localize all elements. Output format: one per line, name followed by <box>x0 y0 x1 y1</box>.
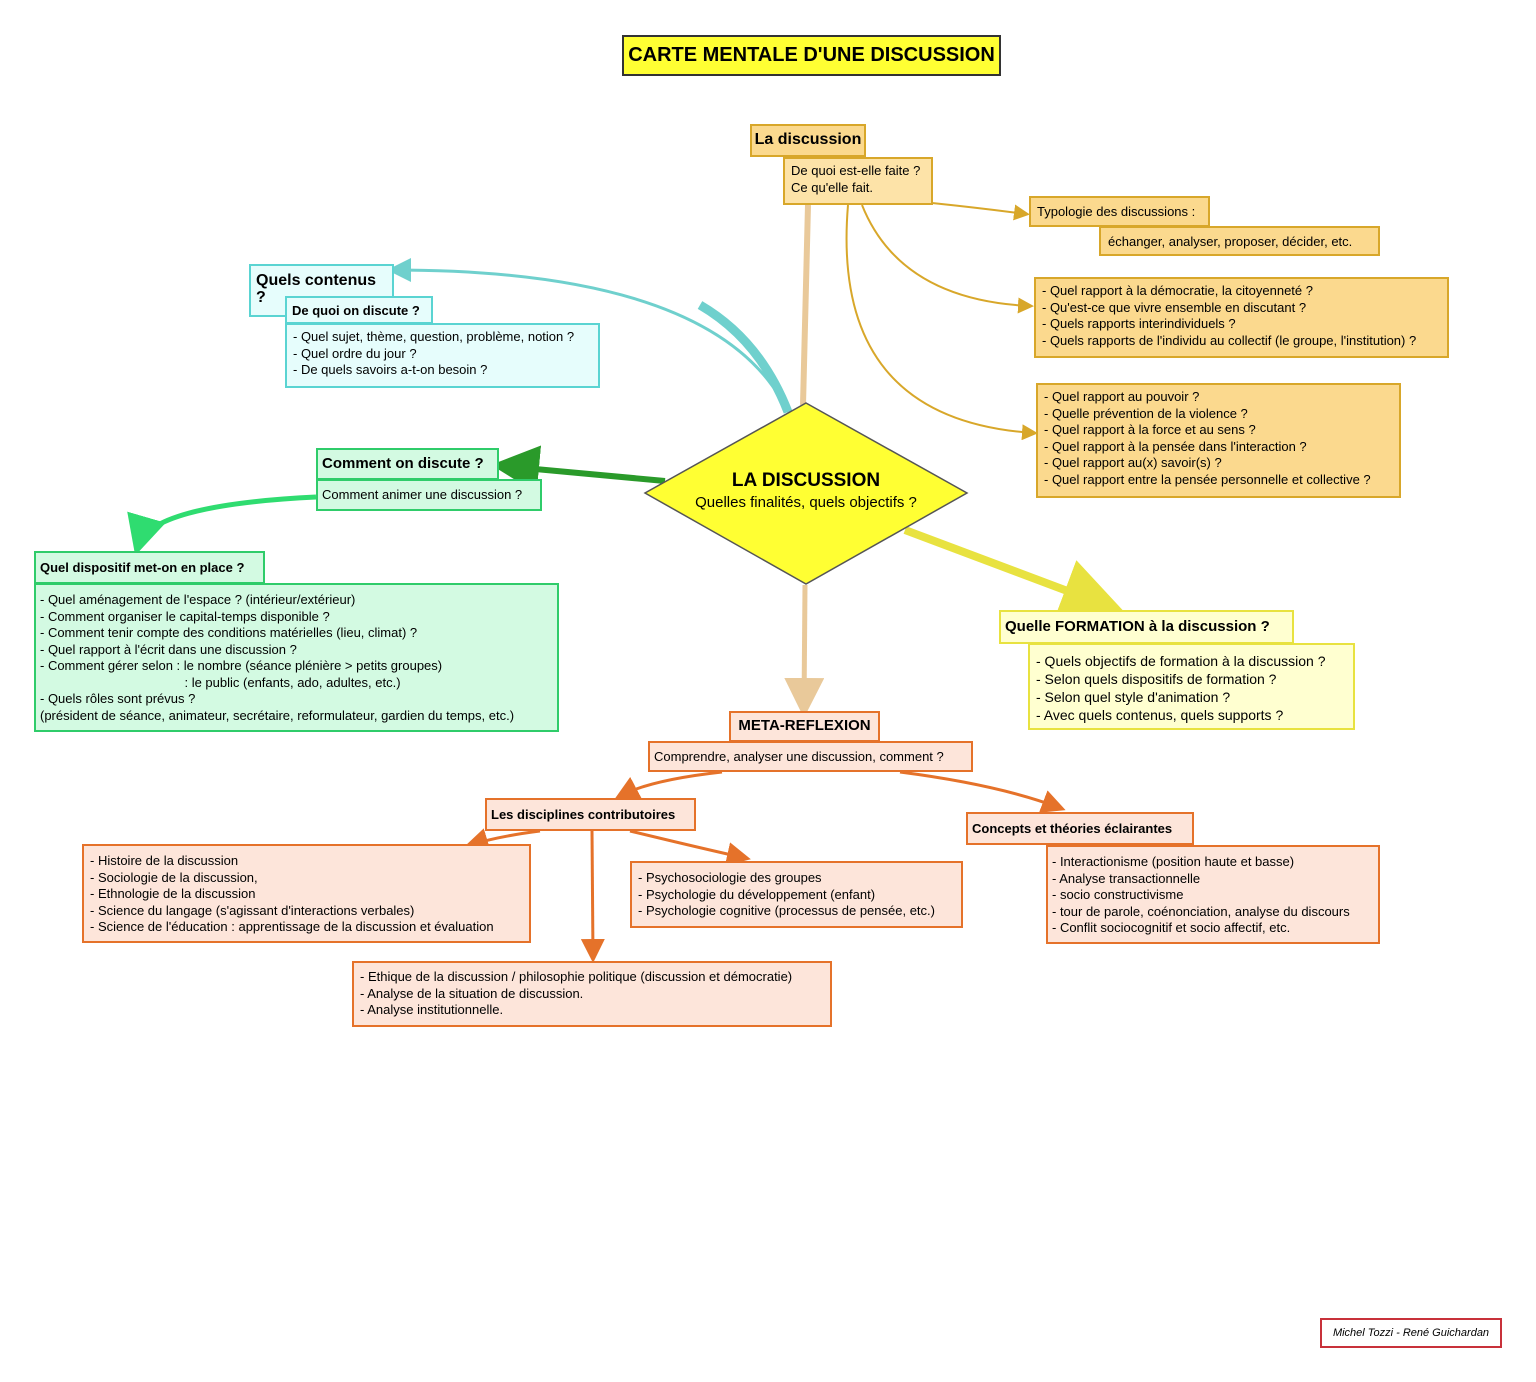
rapports-2-line: - Quel rapport à la pensée dans l'intera… <box>1044 438 1307 454</box>
concepts-line: - Analyse transactionnelle <box>1052 870 1201 886</box>
center-title: LA DISCUSSION <box>731 470 881 491</box>
concepts-header: Concepts et théories éclairantes <box>966 812 1194 845</box>
disciplines-1-line: - Sociologie de la discussion, <box>90 869 258 885</box>
disciplines-3-line: - Analyse institutionnelle. <box>360 1002 504 1017</box>
link-concepts <box>899 770 1066 813</box>
center-node: LA DISCUSSION Quelles finalités, quels o… <box>645 470 967 511</box>
dispositif-line: - Comment organiser le capital-temps dis… <box>40 608 330 624</box>
rapports-2-line: - Quel rapport au(x) savoir(s) ? <box>1044 455 1222 470</box>
rapports-2-line: - Quelle prévention de la violence ? <box>1044 405 1248 421</box>
typologie-header: Typologie des discussions : <box>1029 196 1210 227</box>
disciplines-2-line: - Psychologie cognitive (processus de pe… <box>638 903 935 918</box>
formation-line: - Quels objectifs de formation à la disc… <box>1036 653 1326 669</box>
formation-body: - Quels objectifs de formation à la disc… <box>1028 643 1355 730</box>
formation-line: - Selon quel style d'animation ? <box>1036 689 1231 705</box>
formation-header: Quelle FORMATION à la discussion ? <box>999 610 1294 644</box>
rapports-2-box: - Quel rapport au pouvoir ? - Quelle pré… <box>1036 383 1401 498</box>
dispositif-line: - Comment tenir compte des conditions ma… <box>40 625 418 640</box>
concepts-line: - Interactionisme (position haute et bas… <box>1052 854 1295 869</box>
link-contenus <box>387 258 790 413</box>
link-formation <box>903 526 1125 621</box>
discussion-body-line: Ce qu'elle fait. <box>791 179 873 195</box>
disciplines-1-line: - Histoire de la discussion <box>90 853 239 868</box>
link-comment <box>491 445 666 494</box>
disciplines-2-line: - Psychologie du développement (enfant) <box>638 886 876 902</box>
credit: Michel Tozzi - René Guichardan <box>1320 1318 1502 1348</box>
disciplines-3-line: - Ethique de la discussion / philosophie… <box>360 969 793 984</box>
discussion-body-line: De quoi est-elle faite ? <box>791 163 921 178</box>
rapports-2-line: - Quel rapport entre la pensée personnel… <box>1044 471 1371 487</box>
link-typologie <box>931 202 1030 221</box>
comment-body: Comment animer une discussion ? <box>316 479 542 511</box>
discussion-body: De quoi est-elle faite ? Ce qu'elle fait… <box>783 157 933 205</box>
center-diamond <box>643 402 969 585</box>
page-title: CARTE MENTALE D'UNE DISCUSSION <box>622 35 1001 76</box>
disciplines-2-box: - Psychosociologie des groupes - Psychol… <box>630 861 963 928</box>
contenus-subheader: De quoi on discute ? <box>285 296 433 324</box>
concepts-body: - Interactionisme (position haute et bas… <box>1046 845 1380 944</box>
disciplines-header: Les disciplines contributoires <box>485 798 696 831</box>
comment-header: Comment on discute ? <box>316 448 499 480</box>
concepts-line: - Conflit sociocognitif et socio affecti… <box>1052 920 1291 935</box>
contenus-line: - Quel sujet, thème, question, problème,… <box>293 329 575 344</box>
link-rapports-2 <box>845 204 1038 441</box>
dispositif-line: - Quels rôles sont prévus ? <box>40 691 196 706</box>
contenus-line: - De quels savoirs a-t-on besoin ? <box>293 362 488 377</box>
disciplines-2-line: - Psychosociologie des groupes <box>638 870 822 885</box>
meta-header: META-REFLEXION <box>729 711 880 742</box>
link-dispositif <box>127 494 317 556</box>
rapports-1-line: - Quels rapports de l'individu au collec… <box>1042 332 1417 348</box>
dispositif-line: - Quel aménagement de l'espace ? (intéri… <box>40 592 356 607</box>
link-rapports-1 <box>861 204 1034 314</box>
rapports-1-line: - Quel rapport à la démocratie, la citoy… <box>1042 283 1313 298</box>
discussion-header: La discussion <box>750 124 866 157</box>
meta-body: Comprendre, analyser une discussion, com… <box>648 741 973 772</box>
contenus-body: - Quel sujet, thème, question, problème,… <box>285 323 600 388</box>
disciplines-1-box: - Histoire de la discussion - Sociologie… <box>82 844 531 943</box>
dispositif-header: Quel dispositif met-on en place ? <box>34 551 265 584</box>
disciplines-1-line: - Ethnologie de la discussion <box>90 886 256 901</box>
dispositif-line: - Quel rapport à l'écrit dans une discus… <box>40 641 297 657</box>
link-disciplines-1 <box>464 828 541 852</box>
link-meta <box>784 584 825 718</box>
link-disciplines-3 <box>580 830 605 963</box>
disciplines-1-line: - Science du langage (s'agissant d'inter… <box>90 902 415 918</box>
dispositif-body: - Quel aménagement de l'espace ? (intéri… <box>34 583 559 732</box>
center-subtitle: Quelles finalités, quels objectifs ? <box>695 494 917 511</box>
rapports-1-line: - Quels rapports interindividuels ? <box>1042 316 1236 331</box>
formation-line: - Selon quels dispositifs de formation ? <box>1036 671 1277 687</box>
rapports-1-line: - Qu'est-ce que vivre ensemble en discut… <box>1042 299 1307 315</box>
link-disciplines-2 <box>629 829 751 866</box>
formation-line: - Avec quels contenus, quels supports ? <box>1036 707 1284 723</box>
disciplines-3-line: - Analyse de la situation de discussion. <box>360 985 584 1001</box>
dispositif-line: : le public (enfants, ado, adultes, etc.… <box>40 674 401 690</box>
rapports-2-line: - Quel rapport à la force et au sens ? <box>1044 422 1256 437</box>
disciplines-1-line: - Science de l'éducation : apprentissage… <box>90 919 494 934</box>
rapports-1-box: - Quel rapport à la démocratie, la citoy… <box>1034 277 1449 358</box>
link-center-discussion <box>800 204 811 406</box>
dispositif-line: - Comment gérer selon : le nombre (séanc… <box>40 658 443 673</box>
disciplines-3-box: - Ethique de la discussion / philosophie… <box>352 961 832 1027</box>
typologie-body: échanger, analyser, proposer, décider, e… <box>1099 226 1380 256</box>
dispositif-line: (président de séance, animateur, secréta… <box>40 707 515 723</box>
rapports-2-line: - Quel rapport au pouvoir ? <box>1044 389 1200 404</box>
link-disciplines <box>614 770 723 799</box>
concepts-line: - tour de parole, coénonciation, analyse… <box>1052 903 1350 919</box>
concepts-line: - socio constructivisme <box>1052 887 1184 902</box>
contenus-line: - Quel ordre du jour ? <box>293 345 417 361</box>
